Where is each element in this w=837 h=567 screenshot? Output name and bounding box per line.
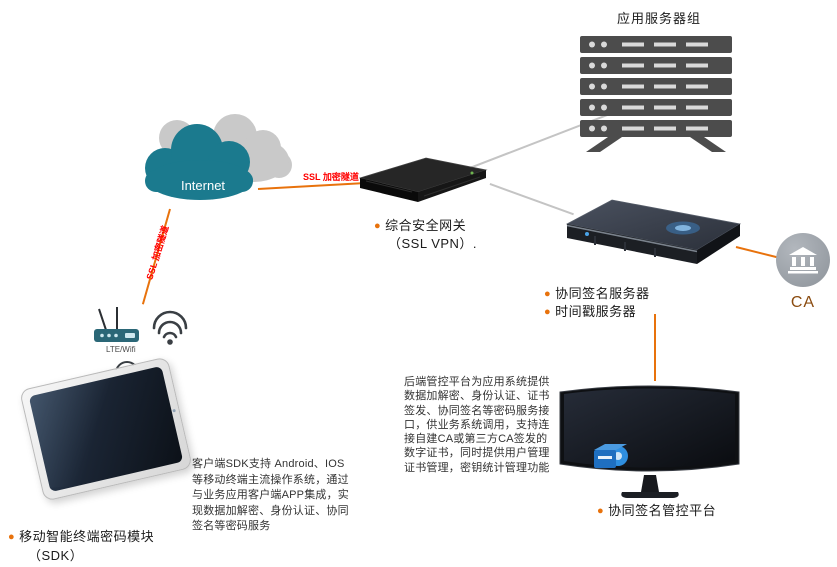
ca-badge-icon xyxy=(776,233,830,287)
monitor-label: ●协同签名管控平台 xyxy=(597,500,716,519)
wifi-icon xyxy=(152,310,188,345)
timestamp-server-label-text: 时间戳服务器 xyxy=(555,304,637,319)
gateway-label-text: 综合安全网关 xyxy=(385,218,467,233)
bullet-icon: ● xyxy=(544,306,552,318)
tablet-device-icon xyxy=(19,356,193,502)
app-server-group-label: 应用服务器组 xyxy=(616,11,701,26)
ssl-tunnel-label-diagonal: SSL 加密隧道 xyxy=(144,224,171,281)
internet-label: Internet xyxy=(181,178,225,193)
bullet-icon: ● xyxy=(597,505,605,517)
bullet-icon: ● xyxy=(374,220,382,232)
gateway-label: ●综合安全网关 xyxy=(374,215,466,234)
router-icon xyxy=(94,307,139,342)
tablet-camera xyxy=(172,408,176,413)
sign-server-label-text: 协同签名服务器 xyxy=(555,286,650,301)
tablet-label-text: 移动智能终端密码模块 xyxy=(19,529,155,544)
sdk-note: 客户端SDK支持 Android、IOS等移动终端主流操作系统，通过与业务应用客… xyxy=(192,458,350,533)
internet-cloud-icon: Internet xyxy=(145,114,292,200)
backend-note: 后端管控平台为应用系统提供数据加解密、身份认证、证书签发、协同签名等密码服务接口… xyxy=(404,376,550,474)
cloud-front xyxy=(145,124,253,200)
tablet-screen xyxy=(28,365,184,493)
tablet-sublabel: （SDK） xyxy=(28,548,84,563)
ca-label: CA xyxy=(790,294,816,311)
crypto-app-icon xyxy=(594,444,628,468)
bullet-icon: ● xyxy=(8,531,16,543)
monitor-device-icon xyxy=(559,385,740,498)
lte-wifi-label: LTE/Wifi xyxy=(106,345,136,354)
sign-server-device-icon xyxy=(565,199,742,264)
gateway-device-icon xyxy=(358,157,488,202)
connector-server-monitor xyxy=(654,314,656,381)
monitor-label-text: 协同签名管控平台 xyxy=(608,503,717,518)
tablet-label: ●移动智能终端密码模块 xyxy=(8,526,154,545)
gateway-sublabel: （SSL VPN）. xyxy=(388,236,478,251)
bank-icon xyxy=(788,247,818,274)
sign-server-label: ●协同签名服务器 xyxy=(544,283,650,302)
bullet-icon: ● xyxy=(544,288,552,300)
timestamp-server-label: ●时间戳服务器 xyxy=(544,301,636,320)
app-server-rack-icon xyxy=(580,36,732,152)
ssl-tunnel-label-horizontal: SSL 加密隧道 xyxy=(303,172,359,182)
